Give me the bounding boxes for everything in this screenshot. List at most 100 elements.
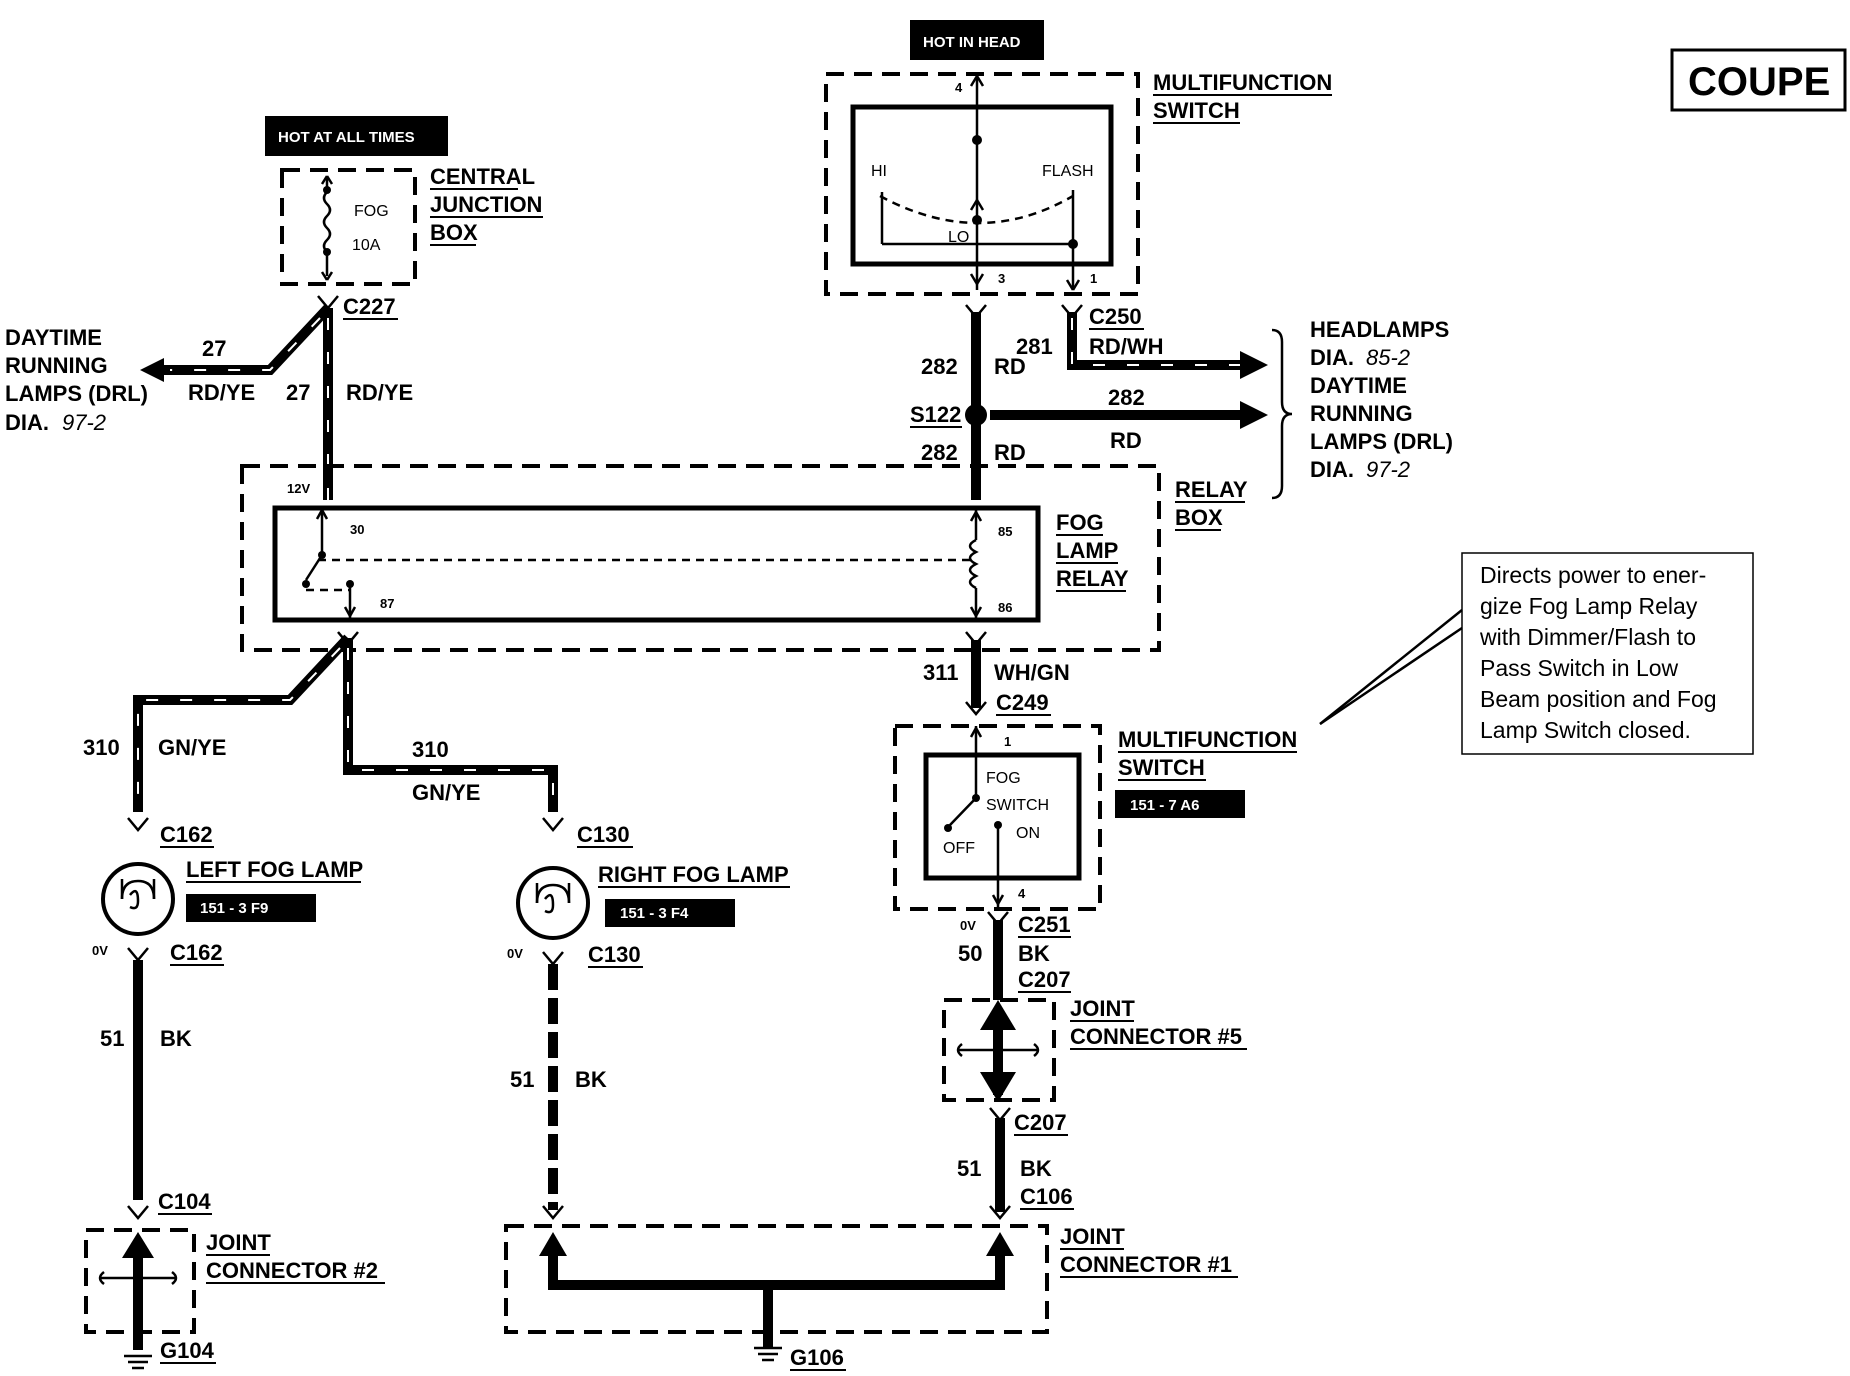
w282-top-color: RD bbox=[994, 354, 1026, 379]
w282-lower-color: RD bbox=[994, 440, 1026, 465]
c250-label: C250 bbox=[1089, 304, 1142, 329]
right-fog-lamp-label: RIGHT FOG LAMP bbox=[598, 862, 789, 887]
w51-left-circuit: 51 bbox=[100, 1026, 124, 1051]
jc2-label-2: CONNECTOR #2 bbox=[206, 1258, 378, 1283]
mfs-top-flash: FLASH bbox=[1042, 163, 1094, 180]
multifunction-switch-top: 4 HI FLASH LO 3 1 MULTIFUNCTION SWITCH bbox=[824, 70, 1332, 296]
c130-top-label: C130 bbox=[577, 822, 630, 847]
headlamps-destination: HEADLAMPS DIA. 85-2 DAYTIME RUNNING LAMP… bbox=[1310, 317, 1453, 482]
hot-at-all-times-text: HOT AT ALL TIMES bbox=[278, 129, 415, 146]
mfs-bottom-tag-text: 151 - 7 A6 bbox=[1130, 797, 1200, 814]
c249-connector bbox=[965, 701, 987, 716]
w50-color: BK bbox=[1018, 941, 1050, 966]
headlamps-line3: RUNNING bbox=[1310, 401, 1413, 426]
fog-lamp-relay-label-2: LAMP bbox=[1056, 538, 1118, 563]
central-junction-box: FOG 10A CENTRAL JUNCTION BOX bbox=[280, 164, 543, 286]
w311-circuit: 311 bbox=[923, 660, 959, 685]
c207-top-label: C207 bbox=[1018, 967, 1071, 992]
drl-left-destination: DAYTIME RUNNING LAMPS (DRL) DIA. 97-2 bbox=[5, 325, 148, 435]
joint-connector-2: C104 JOINT CONNECTOR #2 G104 bbox=[84, 1189, 385, 1370]
relay-box-label-2: BOX bbox=[1175, 505, 1223, 530]
drl-left-dia-num: 97-2 bbox=[62, 410, 106, 435]
drl-left-dia-prefix: DIA. bbox=[5, 410, 49, 435]
left-fog-lamp-tag-text: 151 - 3 F9 bbox=[200, 900, 268, 917]
jc1-label-1: JOINT bbox=[1060, 1224, 1125, 1249]
mfs-top-label-1: MULTIFUNCTION bbox=[1153, 70, 1332, 95]
c207-bottom-label: C207 bbox=[1014, 1110, 1067, 1135]
s122-label: S122 bbox=[910, 402, 961, 427]
left-fog-lamp-label: LEFT FOG LAMP bbox=[186, 857, 363, 882]
mfs-top-pin-4: 4 bbox=[955, 80, 963, 95]
left-lamp-0v: 0V bbox=[92, 943, 108, 958]
relay-pin-87: 87 bbox=[380, 596, 394, 611]
c106-label: C106 bbox=[1020, 1184, 1073, 1209]
jc2-label-1: JOINT bbox=[206, 1230, 271, 1255]
cjb-label-1: CENTRAL bbox=[430, 164, 535, 189]
note-line: Directs power to ener- bbox=[1480, 562, 1706, 588]
joint-connector-5: JOINT CONNECTOR #5 bbox=[942, 996, 1247, 1102]
mfs-top-lo: LO bbox=[948, 229, 969, 246]
left-fog-lamp bbox=[101, 817, 175, 962]
fuse-name: FOG bbox=[354, 203, 389, 220]
note-line: with Dimmer/Flash to bbox=[1479, 624, 1696, 650]
note-line: gize Fog Lamp Relay bbox=[1480, 593, 1698, 619]
c227-label: C227 bbox=[343, 294, 396, 319]
note-line: Beam position and Fog bbox=[1480, 686, 1717, 712]
w282-branch-color: RD bbox=[1110, 428, 1142, 453]
cjb-label-3: BOX bbox=[430, 220, 478, 245]
hot-at-all-times-tag: HOT AT ALL TIMES bbox=[265, 116, 448, 156]
mfs-top-hi: HI bbox=[871, 163, 887, 180]
w51-right-circuit: 51 bbox=[957, 1156, 981, 1181]
multifunction-switch-bottom: 1 FOG SWITCH OFF ON 4 MULTIFUNCTION SWIT… bbox=[893, 724, 1297, 911]
w51-right-color: BK bbox=[1020, 1156, 1052, 1181]
hot-in-head-tag: HOT IN HEAD bbox=[910, 20, 1044, 60]
right-fog-lamp-tag-text: 151 - 3 F4 bbox=[620, 905, 689, 922]
c227-connector bbox=[317, 295, 339, 310]
w51-left-color: BK bbox=[160, 1026, 192, 1051]
note-text: Directs power to ener-gize Fog Lamp Rela… bbox=[1479, 562, 1717, 743]
w281-color: RD/WH bbox=[1089, 334, 1164, 359]
note-line: Lamp Switch closed. bbox=[1480, 717, 1691, 743]
w311-color: WH/GN bbox=[994, 660, 1070, 685]
relay-pin-30: 30 bbox=[350, 522, 364, 537]
coupe-badge: COUPE bbox=[1670, 48, 1847, 112]
w310-right-circuit: 310 bbox=[412, 737, 449, 762]
note-line: Pass Switch in Low bbox=[1480, 655, 1679, 681]
cjb-label-2: JUNCTION bbox=[430, 192, 542, 217]
c251-label: C251 bbox=[1018, 912, 1071, 937]
relay-87-connector bbox=[337, 631, 359, 646]
headlamps-dia1-prefix: DIA. bbox=[1310, 345, 1354, 370]
w282-lower-circuit: 282 bbox=[921, 440, 958, 465]
drl-left-line3: LAMPS (DRL) bbox=[5, 381, 148, 406]
left-fog-lamp-tag bbox=[186, 894, 316, 922]
fog-switch-off: OFF bbox=[943, 840, 975, 857]
w50-circuit: 50 bbox=[958, 941, 982, 966]
jc5-label-1: JOINT bbox=[1070, 996, 1135, 1021]
mfs-top-pin-1: 1 bbox=[1090, 271, 1097, 286]
w282-branch-circuit: 282 bbox=[1108, 385, 1145, 410]
wire-281 bbox=[1067, 312, 1268, 379]
w27-main-color: RD/YE bbox=[346, 380, 413, 405]
mfs-bottom-pin-1: 1 bbox=[1004, 734, 1011, 749]
fog-lamp-relay-label-1: FOG bbox=[1056, 510, 1104, 535]
c249-label: C249 bbox=[996, 690, 1049, 715]
relay-pin-86: 86 bbox=[998, 600, 1012, 615]
headlamps-arrow-282 bbox=[1240, 401, 1268, 429]
fog-switch-label-2: SWITCH bbox=[986, 797, 1049, 814]
w281-circuit: 281 bbox=[1016, 334, 1053, 359]
hot-in-head-text: HOT IN HEAD bbox=[923, 34, 1021, 51]
w282-top-circuit: 282 bbox=[921, 354, 958, 379]
w27-drl-circuit: 27 bbox=[202, 336, 226, 361]
drl-left-line1: DAYTIME bbox=[5, 325, 102, 350]
relay-pin-85: 85 bbox=[998, 524, 1012, 539]
s122-splice bbox=[965, 404, 987, 426]
mfs-bottom-label-2: SWITCH bbox=[1118, 755, 1205, 780]
w27-drl-color: RD/YE bbox=[188, 380, 255, 405]
mfs-bottom-pin-4: 4 bbox=[1018, 886, 1026, 901]
right-fog-lamp-tag bbox=[605, 899, 735, 927]
headlamps-line2: DAYTIME bbox=[1310, 373, 1407, 398]
jc1-label-2: CONNECTOR #1 bbox=[1060, 1252, 1232, 1277]
w51-mid-color: BK bbox=[575, 1067, 607, 1092]
wire-310 bbox=[133, 634, 558, 812]
relay-box-label-1: RELAY bbox=[1175, 477, 1248, 502]
